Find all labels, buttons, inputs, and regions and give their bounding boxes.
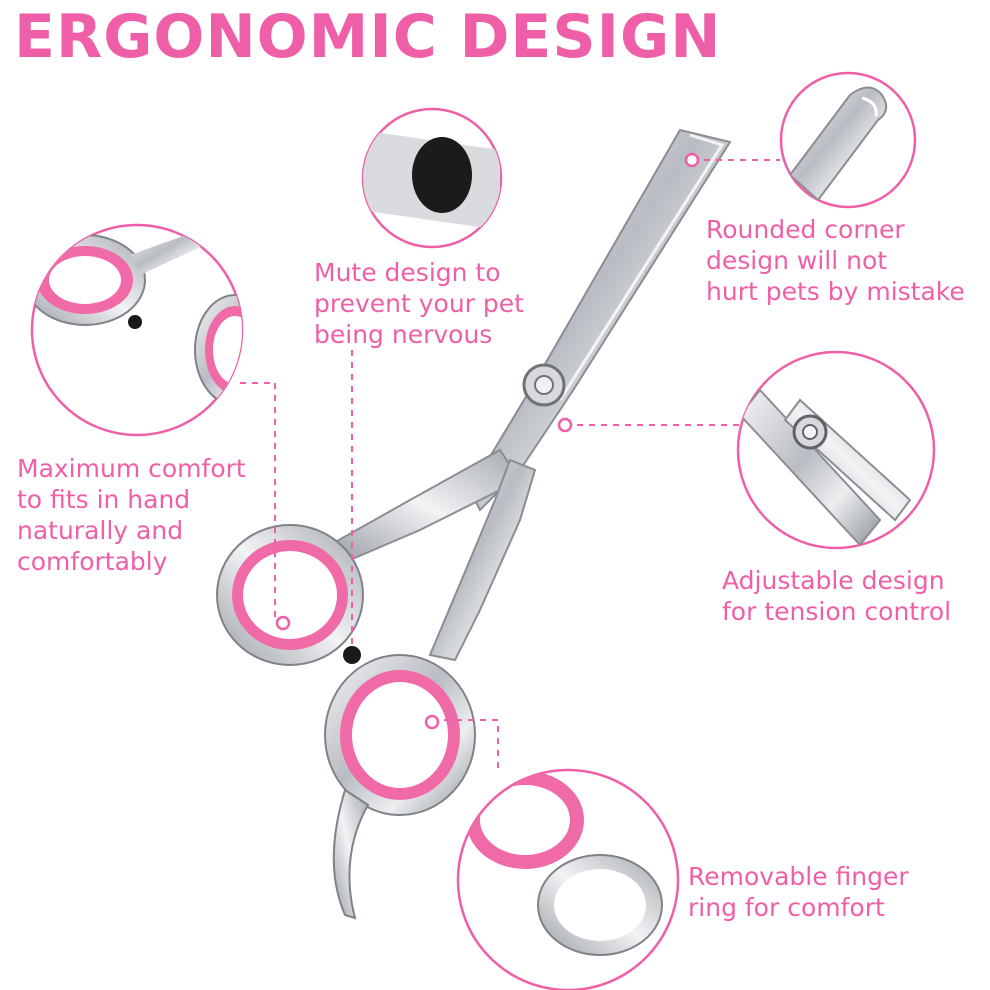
scissors-lower-arm xyxy=(428,458,537,662)
mute-detail-callout xyxy=(361,107,503,249)
adjustable-caption: Adjustable design for tension control xyxy=(722,566,952,626)
page-title: ERGONOMIC DESIGN xyxy=(14,2,722,72)
rounded-corner-detail-callout xyxy=(779,71,917,209)
scissors xyxy=(216,128,732,920)
comfort-caption: Maximum comfort to fits in hand naturall… xyxy=(17,454,246,576)
comfort-detail-callout xyxy=(30,223,244,437)
callout-dots xyxy=(275,152,700,730)
silencer-bumper xyxy=(343,646,361,664)
removable-caption: Removable finger ring for comfort xyxy=(688,862,909,922)
rounded-caption: Rounded corner design will not hurt pets… xyxy=(706,215,965,306)
adjustable-detail-callout xyxy=(736,350,936,550)
finger-rest-tang xyxy=(332,788,370,920)
callout-leaders xyxy=(240,159,780,770)
mute-caption: Mute design to prevent your pet being ne… xyxy=(314,258,524,349)
removable-ring-detail-callout xyxy=(456,768,680,990)
